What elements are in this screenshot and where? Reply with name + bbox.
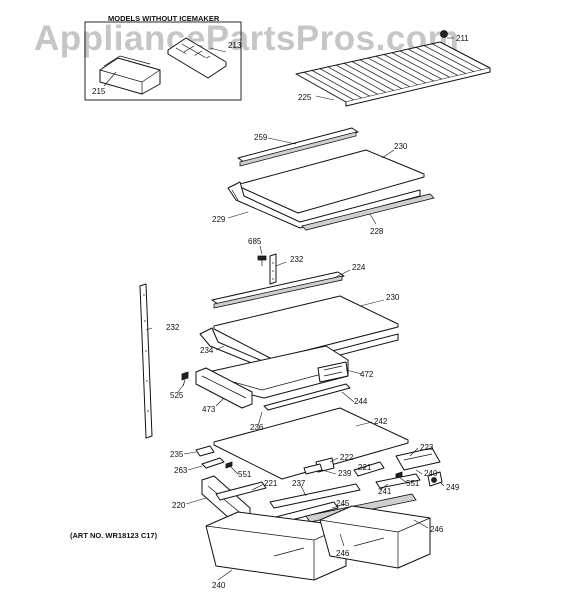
part-label-240-lower: 240: [212, 581, 226, 590]
shelf-trim-upper: [237, 127, 359, 167]
part-label-213: 213: [228, 41, 242, 50]
drawer-slide-assembly: [195, 345, 351, 411]
part-label-232-long: 232: [166, 323, 180, 332]
crisper-drawer-right: [319, 505, 431, 569]
shelf-frame-middle: [199, 327, 399, 373]
roller-249: [427, 471, 443, 487]
ice-bin-part: [99, 55, 161, 95]
part-label-245: 245: [336, 499, 350, 508]
cover-support-263: [201, 457, 225, 469]
slide-rail-221-left: [215, 481, 267, 501]
part-label-244: 244: [354, 397, 368, 406]
part-label-246-right: 246: [430, 525, 444, 534]
part-label-229: 229: [212, 215, 226, 224]
part-label-222: 222: [340, 453, 354, 462]
part-label-685: 685: [248, 237, 262, 246]
inset-frame: [84, 21, 242, 101]
inset-models-without-icemaker: MODELS WITHOUT ICEMAKER: [84, 14, 242, 101]
part-label-246-center: 246: [336, 549, 350, 558]
part-label-221-right: 221: [358, 463, 372, 472]
shelf-cap-part: [440, 30, 448, 38]
part-label-215: 215: [92, 87, 106, 96]
part-label-232-short: 232: [290, 255, 304, 264]
part-label-236: 236: [250, 423, 264, 432]
part-label-220: 220: [172, 501, 186, 510]
cover-bracket-left: [195, 445, 215, 457]
part-labels: 213 215 211 225 259 230 229 228 685 232 …: [92, 34, 469, 590]
part-label-472: 472: [360, 370, 374, 379]
ice-tray-part: [167, 37, 227, 79]
part-label-221-left: 221: [264, 479, 278, 488]
inset-title: MODELS WITHOUT ICEMAKER: [108, 14, 220, 23]
part-label-225: 225: [298, 93, 312, 102]
watermark-text: AppliancePartsPros.com: [34, 19, 459, 58]
rear-trim-upper: [301, 193, 435, 231]
part-label-230-middle: 230: [386, 293, 400, 302]
leader-lines: [103, 37, 454, 581]
art-number: (ART NO. WR18123 C17): [70, 531, 158, 540]
part-label-249: 249: [446, 483, 460, 492]
part-label-235: 235: [170, 450, 184, 459]
part-label-240-upper: 240: [424, 469, 438, 478]
shelf-frame-upper: [227, 181, 421, 229]
slide-screw: [181, 371, 189, 387]
slide-rail-237: [269, 483, 361, 509]
crisper-drawer-left: [205, 511, 347, 581]
part-label-228: 228: [370, 227, 384, 236]
part-label-263: 263: [174, 466, 188, 475]
part-label-224: 224: [352, 263, 366, 272]
shelf-trim-middle: [211, 271, 345, 309]
part-label-551-left: 551: [238, 470, 252, 479]
glass-shelf-middle: [213, 295, 399, 360]
part-label-551-right: 551: [406, 479, 420, 488]
part-label-473: 473: [202, 405, 216, 414]
part-label-223: 223: [420, 443, 434, 452]
slide-rail-221-right: [353, 461, 385, 477]
mounting-screw: [257, 255, 267, 266]
crisper-slide-223: [395, 447, 441, 471]
part-label-237: 237: [292, 479, 306, 488]
short-rail-part: [269, 253, 277, 285]
part-label-241: 241: [378, 487, 392, 496]
long-rail-part: [139, 283, 153, 439]
glass-shelf-upper: [239, 149, 425, 214]
part-label-234: 234: [200, 346, 214, 355]
part-label-259: 259: [254, 133, 268, 142]
part-label-211: 211: [456, 34, 469, 43]
screw-551-right: [395, 471, 403, 479]
part-label-230-upper: 230: [394, 142, 408, 151]
wire-shelf-part: [295, 30, 491, 107]
part-label-239: 239: [338, 469, 352, 478]
part-label-242: 242: [374, 417, 388, 426]
part-label-525: 525: [170, 391, 184, 400]
